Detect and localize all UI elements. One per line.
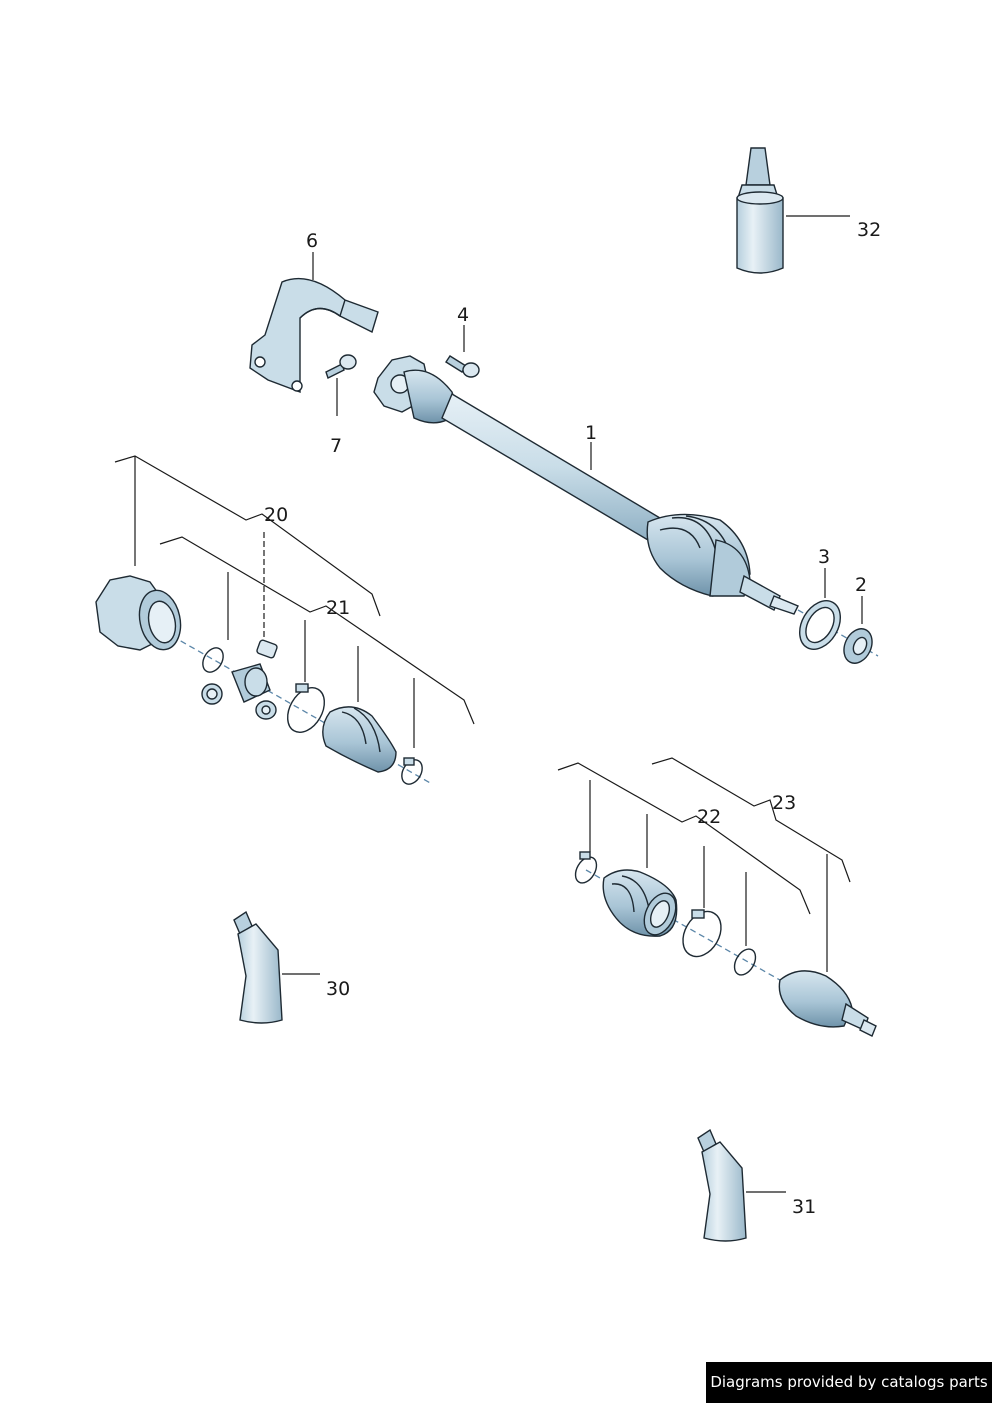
credit-banner: Diagrams provided by catalogs parts (706, 1362, 992, 1403)
callout-4: 4 (457, 304, 469, 326)
callout-22: 22 (697, 806, 721, 828)
outer-cv-joint-kit (574, 851, 877, 1037)
callout-30: 30 (326, 978, 350, 1000)
part-2-collar-nut (843, 628, 873, 664)
part-32-grease-cartridge (736, 147, 784, 274)
callout-7: 7 (330, 435, 342, 457)
bracket-23 (651, 757, 851, 883)
callout-6: 6 (306, 230, 318, 252)
callout-1: 1 (585, 422, 597, 444)
callout-21: 21 (326, 597, 350, 619)
callout-23: 23 (772, 792, 796, 814)
bracket-20 (114, 455, 381, 617)
callout-2: 2 (855, 574, 867, 596)
callout-3: 3 (818, 546, 830, 568)
bracket-21 (159, 536, 475, 725)
part-3-washer (799, 600, 841, 650)
part-1-drive-shaft (373, 355, 799, 615)
part-30-grease-tube (233, 910, 283, 1024)
callout-32: 32 (857, 219, 881, 241)
part-6-heat-shield (249, 277, 379, 394)
bracket-22 (557, 762, 811, 915)
inner-cv-joint-kit (95, 575, 433, 785)
part-4-bolt (445, 355, 480, 378)
callout-31: 31 (792, 1196, 816, 1218)
part-31-grease-tube (697, 1128, 747, 1242)
callout-20: 20 (264, 504, 288, 526)
part-7-bolt (325, 354, 357, 379)
